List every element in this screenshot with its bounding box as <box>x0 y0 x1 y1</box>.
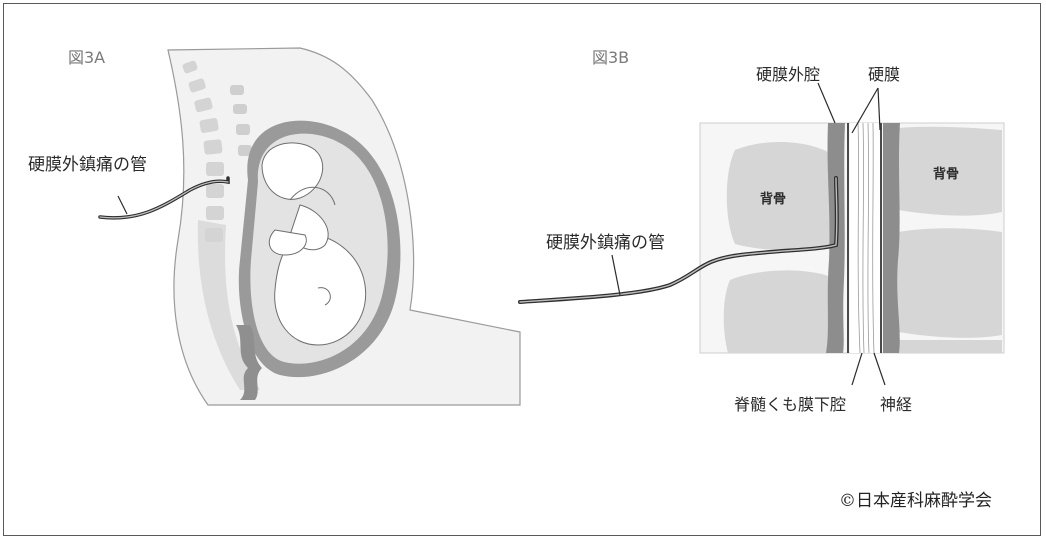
subarachnoid-space <box>850 123 880 353</box>
vertebra-left-lower <box>723 270 830 353</box>
bone-right-label: 背骨 <box>933 166 959 182</box>
copyright-notice: ©日本産科麻酔学会 <box>839 491 992 511</box>
dura-label: 硬膜 <box>868 65 900 84</box>
bone-left-label: 背骨 <box>760 191 786 207</box>
fetus <box>261 142 367 346</box>
leader-lines <box>611 82 886 386</box>
epidural-space-label: 硬膜外腔 <box>756 65 820 84</box>
cervix <box>236 325 262 400</box>
spine-vertebrae <box>182 60 252 242</box>
vertebra-right-upper <box>892 126 1002 216</box>
fetus-body <box>274 233 367 346</box>
vertebra-left-upper <box>726 141 830 251</box>
catheter-a-label: 硬膜外鎮痛の管 <box>28 155 147 175</box>
nerve-bundle <box>857 122 875 354</box>
figure-3a: 図3A <box>28 47 521 406</box>
figure-3a-label: 図3A <box>68 48 105 67</box>
nerve-label: 神経 <box>880 395 912 414</box>
posterior-ligament <box>883 123 900 353</box>
vertebra-right-middle <box>892 228 1002 338</box>
vertebra-right-lower <box>898 340 1002 353</box>
fetus-leg <box>268 229 307 256</box>
catheter-b-label: 硬膜外鎮痛の管 <box>546 233 665 253</box>
figure-3b: 図3B <box>518 48 1005 414</box>
subarachnoid-label: 脊髄くも膜下腔 <box>734 395 846 414</box>
fetus-head <box>261 142 324 200</box>
figure-3b-label: 図3B <box>592 48 629 67</box>
soft-tissue-band <box>197 220 260 390</box>
